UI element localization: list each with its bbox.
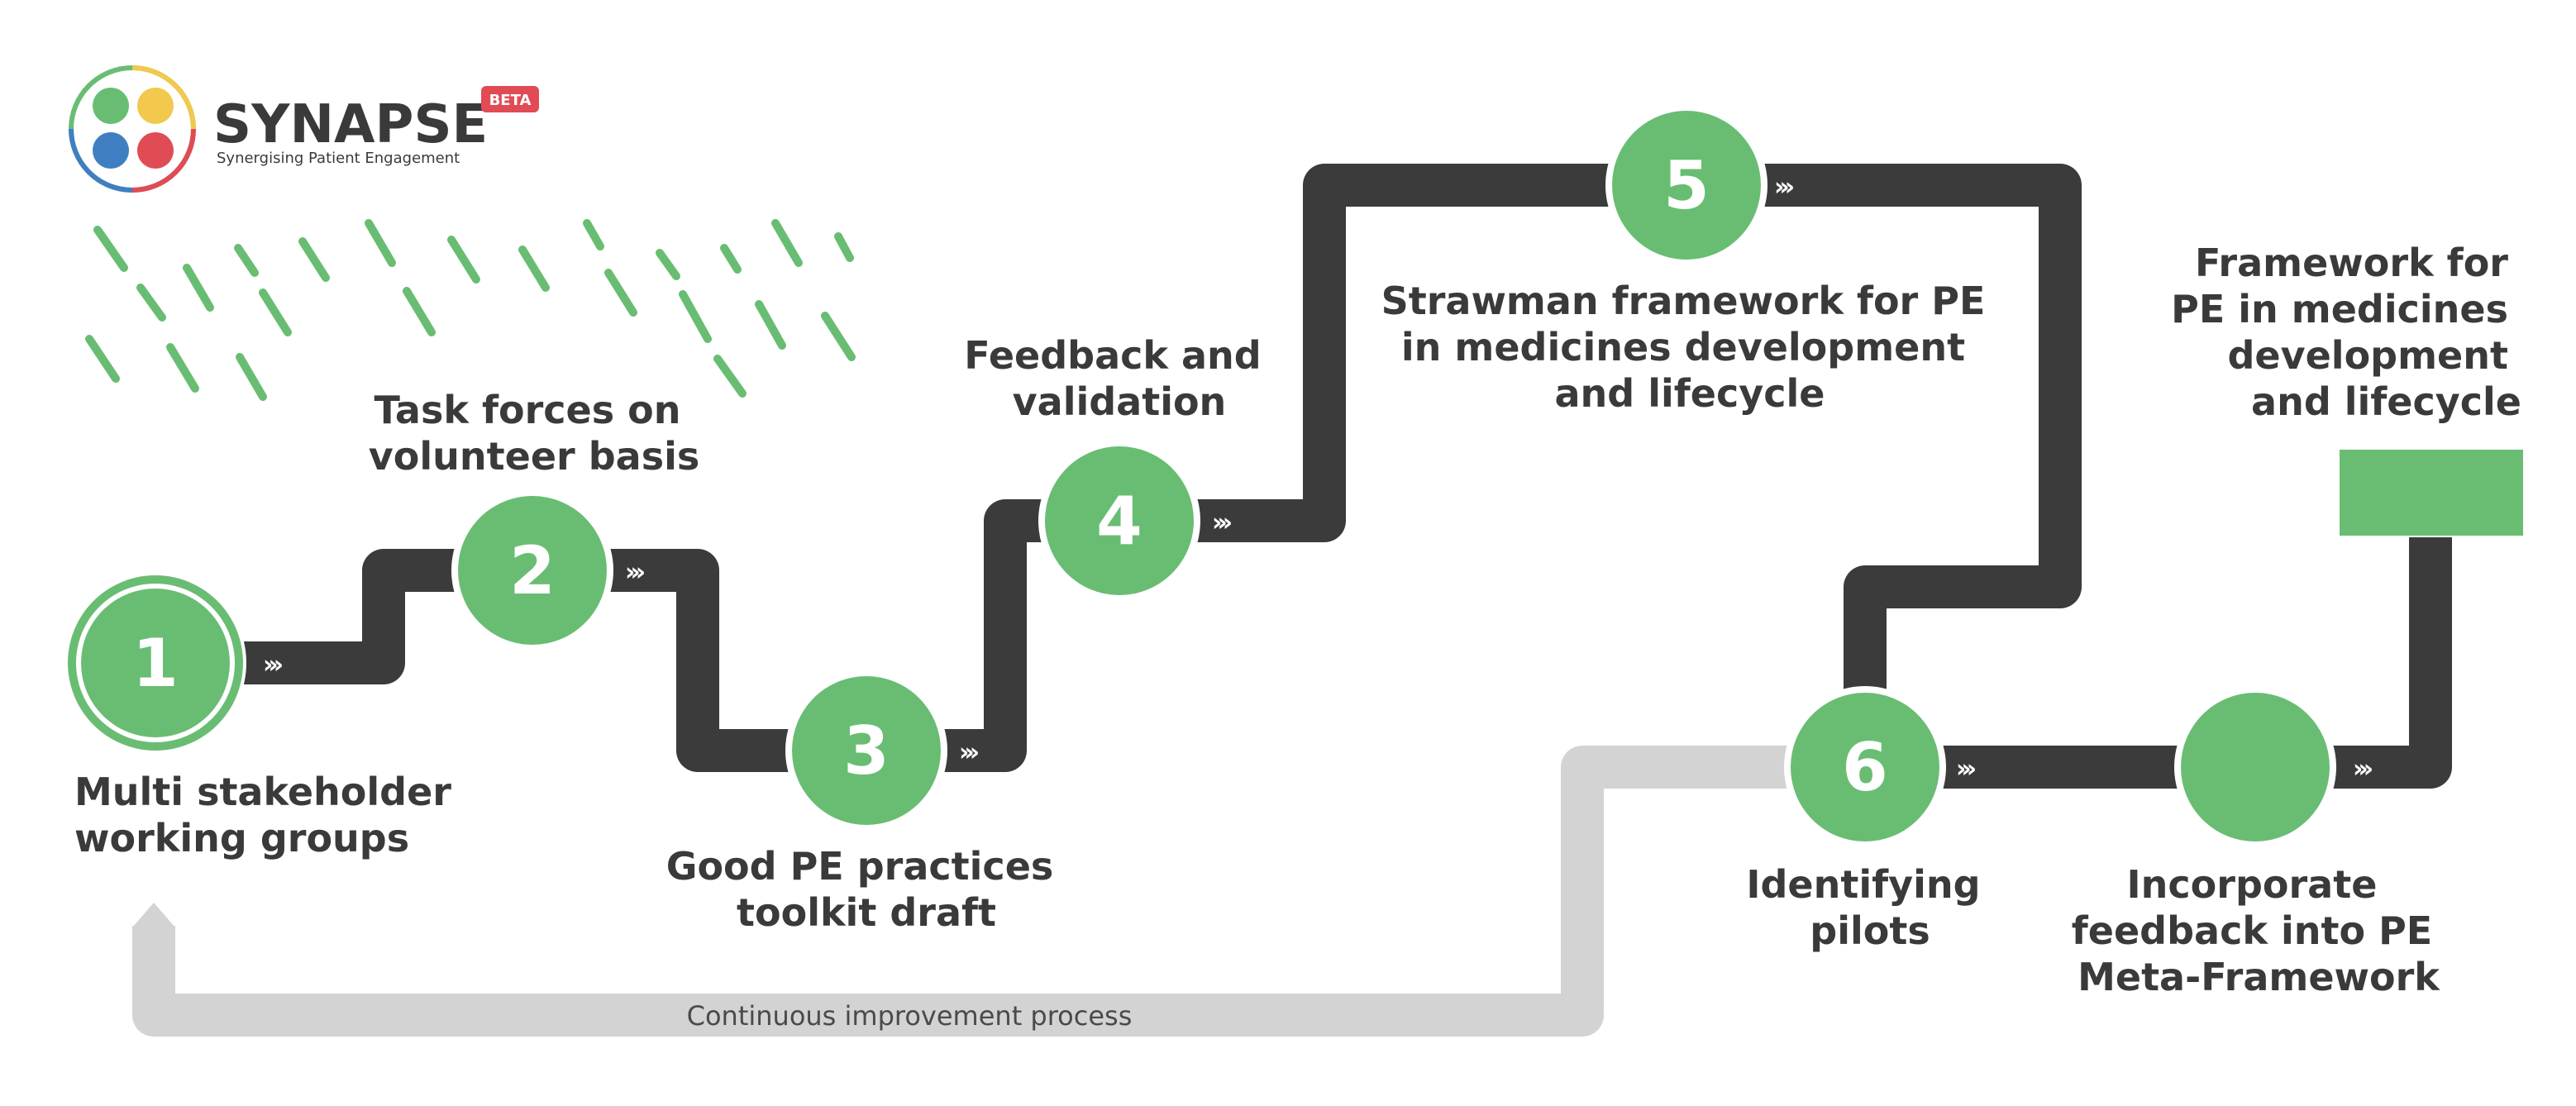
step-5-label: Strawman framework for PE in medicines d… (1381, 279, 1999, 416)
step-4-label: Feedback and validation (964, 333, 1274, 424)
step-2: 2 (451, 489, 613, 651)
loop-path (132, 746, 1791, 1037)
beta-badge (481, 86, 539, 112)
logo-name: SYNAPSE (213, 94, 488, 155)
step-3: 3 (785, 670, 947, 832)
step-5: 5 (1605, 104, 1767, 266)
step-7 (2174, 686, 2336, 848)
step-circles: 1 2 3 4 5 6 (64, 104, 2336, 848)
final-goal-block (2340, 450, 2523, 536)
loop-arrowhead (132, 903, 175, 927)
loop-label: Continuous improvement process (687, 1000, 1133, 1032)
final-goal-label: Framework for PE in medicines developmen… (2171, 241, 2521, 424)
step-2-label: Task forces on volunteer basis (369, 388, 699, 479)
logo-tagline: Synergising Patient Engagement (217, 150, 460, 167)
step-6: 6 (1784, 686, 1946, 848)
step-2-number: 2 (509, 532, 556, 609)
step-1: 1 (64, 572, 246, 754)
step-1-number: 1 (132, 625, 179, 702)
document-icon (137, 88, 174, 124)
step-7-label: Incorporate feedback into PE Meta-Framew… (2072, 862, 2445, 999)
step-3-number: 3 (843, 713, 890, 789)
step-1-label: Multi stakeholder working groups (74, 770, 465, 860)
step-labels: Multi stakeholder working groups Task fo… (74, 241, 2521, 999)
step-4: 4 (1038, 440, 1200, 602)
chat-icon (93, 132, 129, 169)
beta-badge-label: BETA (489, 92, 532, 109)
report-icon (137, 132, 174, 169)
step-6-label: Identifying pilots (1746, 862, 1993, 953)
improvement-loop: Continuous improvement process (132, 746, 1791, 1037)
step-6-number: 6 (1842, 729, 1888, 806)
step-4-number: 4 (1096, 483, 1143, 560)
step-5-number: 5 (1663, 147, 1710, 224)
synapse-logo: SYNAPSE BETA Synergising Patient Engagem… (69, 65, 539, 193)
decorative-dashes (85, 219, 856, 401)
people-icon (93, 88, 129, 124)
step-3-label: Good PE practices toolkit draft (666, 844, 1067, 935)
